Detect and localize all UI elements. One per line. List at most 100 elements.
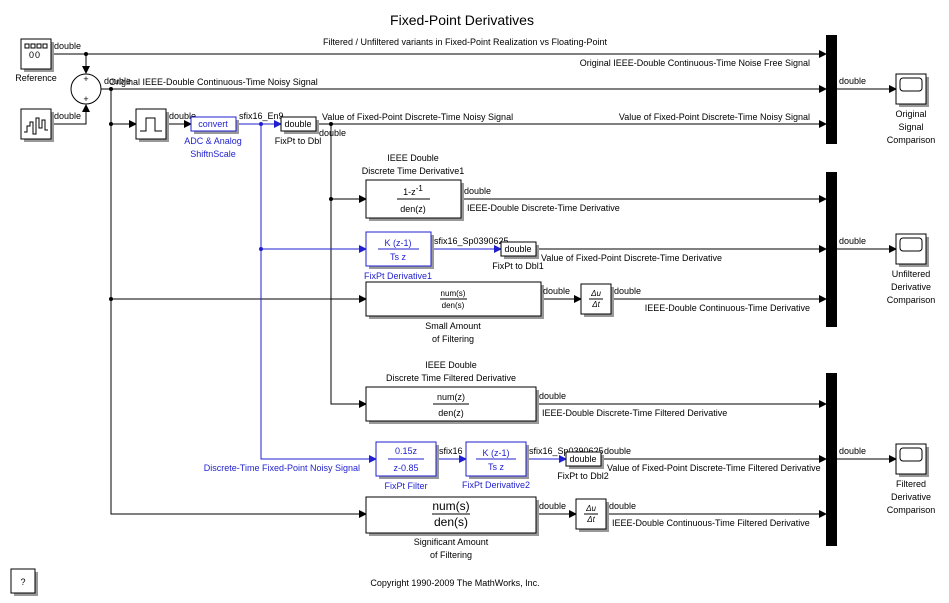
signal-label-dt-fp-noisy: Discrete-Time Fixed-Point Noisy Signal [204,463,360,473]
sig-filter-name2: of Filtering [430,550,472,560]
fixpt-deriv2-num: K (z-1) [483,448,510,458]
fixpt-deriv2-name: FixPt Derivative2 [462,480,530,490]
signal-label-fp-noisy-right: Value of Fixed-Point Discrete-Time Noisy… [619,112,810,122]
fixpt-deriv2-den: Ts z [488,462,505,472]
fixpt-to-dbl1-block[interactable]: double [500,241,539,259]
small-filter-block[interactable]: num(s) den(s) [365,281,544,319]
significant-filter-block[interactable]: num(s) den(s) [365,496,539,536]
scope-original-line3: Comparison [887,135,936,145]
small-filter-den: den(s) [442,301,465,310]
ieee-dt-filt-out-type: double [539,391,566,401]
reference-source-block[interactable]: 0 0 [20,38,54,72]
fixpt-to-dbl2-out-type: double [604,446,631,456]
ieee-dt-deriv1-title1: IEEE Double [387,153,439,163]
signal-label-fp-dt-filt-deriv: Value of Fixed-Point Discrete-Time Filte… [607,463,821,473]
scope-original-line1: Original [895,109,926,119]
adc-name-line2: ShiftnScale [190,149,236,159]
signal-label-fp-noisy-left: Value of Fixed-Point Discrete-Time Noisy… [322,112,513,122]
scope-original[interactable] [895,73,929,107]
small-filter-out-type: double [543,286,570,296]
signal-label-filtered-unfiltered: Filtered / Unfiltered variants in Fixed-… [323,37,608,47]
fixpt-to-dbl-out-type: double [319,128,346,138]
adc-out-type-label: sfix16_En9 [239,111,284,121]
signal-label-ieee-dt-filt-deriv: IEEE-Double Discrete-Time Filtered Deriv… [542,408,727,418]
help-button-label: ? [20,577,25,587]
sig-filter-name1: Significant Amount [414,537,489,547]
fixpt-deriv2-block[interactable]: K (z-1) Ts z [465,441,529,479]
mux-original[interactable] [826,35,837,144]
fixpt-filter-num: 0.15z [395,446,418,456]
scope-unfiltered-line3: Comparison [887,295,936,305]
sig-filter-num: num(s) [432,499,469,513]
small-filter-name2: of Filtering [432,334,474,344]
signal-label-fp-dt-deriv: Value of Fixed-Point Discrete-Time Deriv… [541,253,722,263]
fixpt-deriv1-name: FixPt Derivative1 [364,271,432,281]
fixpt-deriv1-out-type: sfix16_Sp0390625 [434,236,509,246]
fixpt-deriv1-block[interactable]: K (z-1) Ts z [365,231,434,269]
svg-text:0: 0 [29,50,34,60]
ieee-dt-deriv1-out-type: double [464,186,491,196]
ieee-dt-deriv1-exp: -1 [416,184,424,193]
signal-label-ieee-ct-filt-deriv: IEEE-Double Continuous-Time Filtered Der… [612,518,810,528]
ieee-dt-filt-block[interactable]: num(z) den(z) [365,386,539,424]
fixpt-filter-block[interactable]: 0.15z z-0.85 [375,441,439,479]
ieee-dt-filt-den: den(z) [438,408,464,418]
sum-block[interactable]: + + [70,73,102,105]
sum-out-type-label: double [104,76,131,86]
derivative-small-block[interactable]: Δu Δt [580,283,614,317]
ieee-dt-filt-title2: Discrete Time Filtered Derivative [386,373,516,383]
fixpt-to-dbl1-content: double [504,244,531,254]
deriv-sig-out-type: double [609,501,636,511]
ieee-dt-filt-title1: IEEE Double [425,360,477,370]
scope-filtered-line2: Derivative [891,492,931,502]
zero-order-hold-block[interactable] [135,108,169,142]
copyright-text: Copyright 1990-2009 The MathWorks, Inc. [370,578,539,588]
deriv-small-out-type: double [614,286,641,296]
fixpt-to-dbl-name: FixPt to Dbl [275,136,322,146]
wire-noisy-to-sig-filter[interactable] [110,89,367,518]
help-button[interactable]: ? [10,568,38,596]
wire-fixpt-to-filter[interactable] [260,124,377,463]
reference-label: Reference [15,73,57,83]
ieee-dt-deriv1-num: 1-z [403,187,416,197]
fixpt-to-dbl2-block[interactable]: double [565,451,604,469]
ieee-dt-filt-num: num(z) [437,392,465,402]
svg-text:0: 0 [35,50,40,60]
scope-filtered-in-type: double [839,446,866,456]
ieee-dt-deriv1-title2: Discrete Time Derivative1 [362,166,465,176]
sig-filter-out-type: double [539,501,566,511]
fixpt-to-dbl1-name: FixPt to Dbl1 [492,261,544,271]
fixpt-deriv2-out-type: sfix16_Sp0390625 [529,446,604,456]
mux-unfiltered[interactable] [826,172,837,327]
scope-unfiltered-line1: Unfiltered [892,269,931,279]
scope-filtered[interactable] [895,443,929,477]
deriv-sig-den: Δt [586,515,595,524]
wire-to-ieee-filt[interactable] [330,124,367,408]
fixpt-deriv1-num: K (z-1) [385,238,412,248]
mux-filtered[interactable] [826,373,837,546]
scope-filtered-line3: Comparison [887,505,936,515]
scope-unfiltered-line2: Derivative [891,282,931,292]
ieee-dt-deriv1-den: den(z) [400,204,426,214]
fixpt-filter-out-type: sfix16 [439,446,463,456]
small-filter-name1: Small Amount [425,321,481,331]
signal-label-ieee-ct-deriv: IEEE-Double Continuous-Time Derivative [645,303,810,313]
scope-original-line2: Signal [898,122,923,132]
fixpt-deriv1-den: Ts z [390,252,407,262]
adc-convert-block[interactable]: convert [190,116,239,134]
fixpt-to-dbl2-name: FixPt to Dbl2 [557,471,609,481]
deriv-small-den: Δt [591,300,600,309]
ieee-dt-deriv1-block[interactable]: 1-z-1 den(z) [365,179,464,221]
adc-convert-label: convert [198,119,228,129]
noise-type-label: double [54,111,81,121]
fixpt-to-dbl2-content: double [569,454,596,464]
small-filter-num: num(s) [441,289,466,298]
fixpt-to-dbl-block[interactable]: double [280,116,319,134]
scope-unfiltered[interactable] [895,233,929,267]
noise-source-block[interactable] [20,108,54,142]
derivative-sig-block[interactable]: Δu Δt [575,498,609,532]
wire-noise-to-sum[interactable] [52,104,90,125]
adc-in-type-label: double [169,111,196,121]
wire-junction [84,52,88,56]
